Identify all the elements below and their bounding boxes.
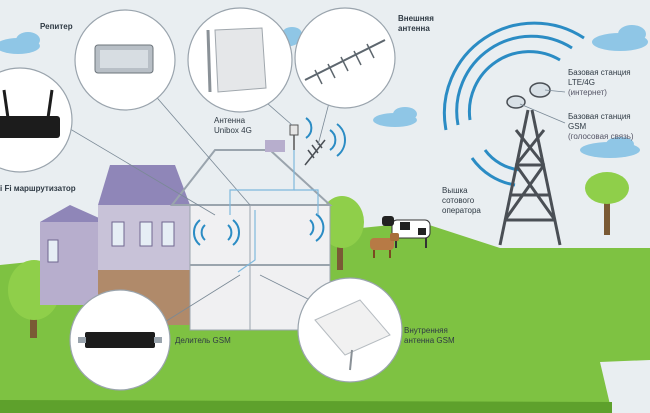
router-label: i Fi маршрутизатор [0, 184, 76, 193]
tower-label: Вышка сотового оператора [442, 186, 481, 216]
cloud-far-right [580, 137, 640, 158]
unibox-antenna-label-line2: Unibox 4G [214, 126, 252, 135]
tower-label-line2: сотового [442, 196, 475, 205]
roof-antenna-signal [305, 117, 346, 157]
base-station-lte-line2: LTE/4G [568, 78, 595, 87]
base-station-gsm-line2: GSM [568, 122, 587, 131]
unibox-antenna-callout [187, 7, 293, 113]
external-antenna-callout [294, 7, 396, 109]
repeater-label: Репитер [40, 22, 73, 31]
base-station-gsm-label: Базовая станция GSM (голосовая связь) [568, 112, 634, 142]
tower-label-line1: Вышка [442, 186, 468, 195]
grass-field-edge [0, 400, 612, 413]
splitter-label: Делитель GSM [175, 336, 231, 345]
roof-yagi-antenna [304, 139, 326, 166]
cow-brown [370, 233, 399, 258]
cloud-middle [373, 107, 417, 127]
base-station-gsm-line3: (голосовая связь) [568, 132, 634, 141]
external-antenna-label: Внешняя антенна [398, 14, 434, 34]
cloud-left [0, 32, 40, 54]
external-antenna-label-line1: Внешняя [398, 14, 434, 23]
roof-panel-antenna [289, 124, 299, 150]
house [40, 140, 333, 331]
tower-label-line3: оператора [442, 206, 481, 215]
internal-antenna-label-line1: Внутренняя [404, 326, 448, 335]
base-station-lte-line3: (интернет) [568, 88, 607, 97]
internal-antenna-callout [297, 277, 403, 383]
unibox-antenna-label-line1: Антенна [214, 116, 246, 125]
internal-antenna-label-line2: антенна GSM [404, 336, 455, 345]
cow-black-white [382, 216, 431, 248]
tower-signal-waves [442, 21, 585, 187]
tree-right [585, 172, 629, 235]
repeater-callout [74, 9, 176, 111]
router-callout [0, 67, 73, 173]
unibox-antenna-label: Антенна Unibox 4G [214, 116, 252, 136]
splitter-callout [69, 289, 171, 391]
cell-tower [498, 109, 562, 246]
cloud-right [592, 25, 648, 51]
indoor-signal-waves [193, 213, 325, 246]
tower-dish-gsm [506, 95, 526, 109]
base-station-gsm-line1: Базовая станция [568, 112, 631, 121]
external-antenna-label-line2: антенна [398, 24, 430, 33]
internal-cables [229, 150, 319, 273]
internal-antenna-label: Внутренняя антенна GSM [404, 326, 455, 346]
base-station-lte-label: Базовая станция LTE/4G (интернет) [568, 68, 631, 98]
tree-middle [320, 196, 364, 270]
base-station-lte-line1: Базовая станция [568, 68, 631, 77]
tower-dish-lte [529, 82, 551, 98]
